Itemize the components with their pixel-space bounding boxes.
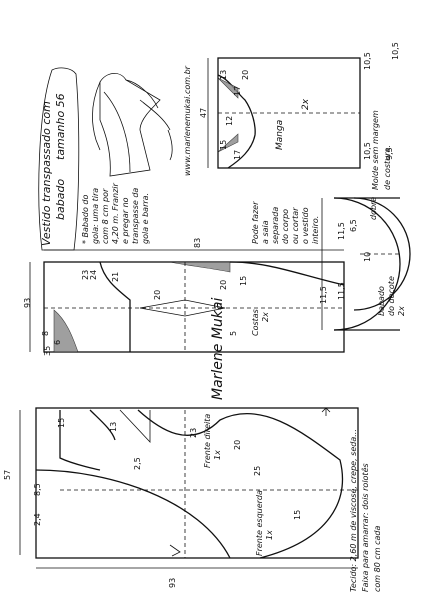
dim-back-5: 5 (229, 331, 238, 336)
dim-back-21: 21 (111, 272, 120, 282)
dim-front-8-5: 8,5 (33, 483, 42, 496)
dim-back-83: 83 (193, 238, 202, 248)
dim-back-24: 24 (89, 270, 98, 280)
seam-note-line-1: Molde sem margem (371, 110, 380, 190)
back-qty: 2x (261, 312, 270, 322)
dim-back-15: 15 (239, 276, 248, 286)
front-left-name: Frente esquerda (255, 490, 264, 556)
front-piece-labels: Frente direita 1x Frente esquerda 1x (203, 414, 274, 556)
designer-signature: Marlene Mukai (210, 298, 226, 400)
dim-sleeve-47: 47 (199, 108, 208, 118)
dim-sleeve-17b: 17 (233, 86, 242, 96)
dim-sleeve-10-5c: 10,5 (363, 142, 372, 160)
back-name: Costas (251, 309, 260, 336)
dim-front-2-4: 2,4 (33, 513, 42, 526)
sleeve-piece-labels: Manga 2x (275, 98, 311, 150)
dim-front-25: 25 (253, 466, 262, 476)
ruffle-note-line-5: e pregar no (121, 197, 130, 244)
front-pieces (19, 407, 359, 569)
front-dimension-labels: 57 93 8,5 2,4 13 15 23 2,5 20 25 15 (3, 418, 302, 588)
ruffle-piece-labels: dobra babado do decote 2x (369, 197, 406, 316)
seam-note: Molde sem margem de costura. (371, 110, 392, 190)
dress-illustration (92, 73, 173, 177)
title-line-2: babado (54, 179, 67, 220)
dim-sleeve-17a: 17 (233, 150, 242, 160)
dim-back-6: 6 (53, 340, 62, 345)
dim-front-2-5: 2,5 (133, 457, 142, 470)
dim-sleeve-15: 15 (219, 140, 228, 150)
back-note-line-6: o vestido (301, 207, 310, 244)
fabric-note-line-3: com 80 cm cada (373, 526, 382, 592)
ruffle-note-line-6: transpasse da (131, 188, 140, 244)
ruffle-note-line-4: 4,20 m. Franzir (111, 182, 120, 244)
dim-ruffle-10: 10 (363, 252, 372, 262)
dim-sleeve-10-5b: 10,5 (391, 42, 400, 60)
sleeve-piece (207, 57, 361, 169)
dim-sleeve-10-5a: 10,5 (363, 52, 372, 70)
ruffle-note-line-1: * Babado do (81, 194, 90, 244)
seam-note-line-2: de costura. (383, 145, 392, 190)
dim-sleeve-12: 12 (225, 116, 234, 126)
ruffle-piece (321, 197, 411, 331)
dim-back-20: 20 (153, 290, 162, 300)
title-block: Vestido transpassado com babado tamanho … (38, 67, 80, 251)
dim-front-93: 93 (168, 578, 177, 588)
dim-back-8: 8 (41, 331, 50, 336)
dim-front-15: 15 (57, 418, 66, 428)
dim-sleeve-9-5: 9,5 (385, 147, 394, 160)
dim-front-23: 23 (189, 428, 198, 438)
fabric-note: Tecido: 2,60 m de viscose, crepe, seda..… (349, 429, 382, 592)
front-right-qty: 1x (213, 450, 222, 460)
back-note: Pode fazer a saia separada do corpo ou c… (251, 201, 320, 244)
fabric-note-line-2: Faixa para amarrar: dois rolotês (360, 463, 370, 592)
dim-front-15b: 15 (293, 510, 302, 520)
dim-sleeve-13: 13 (219, 70, 228, 80)
back-dimension-labels: 93 83 21 24 8 20 23 20 15 5 6 35 (23, 238, 248, 356)
ruffle-name: babado (377, 286, 386, 316)
front-right-name: Frente direita (203, 414, 212, 468)
back-note-line-4: do corpo (281, 209, 290, 244)
back-piece-labels: Costas 2x (251, 309, 270, 336)
website-url: www.marlenemukai.com.br (183, 65, 192, 176)
ruffle-note: * Babado do gola: uma tira com 8 cm por … (81, 182, 150, 244)
sleeve-dimension-labels: 47 10,5 10,5 9,5 10,5 15 13 20 12 17 17 (199, 42, 400, 160)
back-note-line-2: a saia (261, 220, 270, 244)
dim-front-20: 20 (233, 440, 242, 450)
front-left-qty: 1x (265, 530, 274, 540)
dim-back-20b: 20 (219, 280, 228, 290)
back-note-line-3: separada (271, 207, 280, 244)
ruffle-note-line-7: gola e barra. (141, 193, 150, 244)
dim-sleeve-20: 20 (241, 70, 250, 80)
dim-ruffle-11-5b: 11,5 (337, 282, 346, 300)
fabric-note-line-1: Tecido: 2,60 m de viscose, crepe, seda..… (349, 429, 358, 592)
ruffle-qty: 2x (397, 306, 406, 316)
dim-ruffle-11-5a: 11,5 (337, 222, 346, 240)
ruffle-note-line-2: gola: uma tira (91, 188, 100, 244)
back-note-line-5: ou cortar (291, 207, 300, 244)
title-size: tamanho 56 (54, 93, 67, 160)
back-piece (29, 249, 345, 353)
ruffle-fold-label: dobra (369, 197, 378, 220)
dim-front-13: 13 (109, 422, 118, 432)
ruffle-dimension-labels: 11,5 6,5 10 11,5 11,5 (319, 219, 372, 304)
back-note-line-1: Pode fazer (251, 201, 260, 244)
dim-ruffle-6-5: 6,5 (349, 219, 358, 232)
dim-front-57: 57 (3, 470, 12, 480)
dim-back-35: 35 (43, 346, 52, 356)
ruffle-sub: do decote (387, 276, 396, 316)
sleeve-qty: 2x (301, 98, 311, 110)
dim-back-23: 23 (81, 270, 90, 280)
dim-ruffle-11-5c: 11,5 (319, 286, 328, 304)
title-line-1: Vestido transpassado com (40, 101, 53, 246)
sleeve-name: Manga (275, 120, 285, 150)
back-note-line-7: inteiro. (311, 216, 320, 244)
ruffle-note-line-3: com 8 cm por (101, 188, 110, 244)
dim-back-33: 93 (23, 298, 32, 308)
